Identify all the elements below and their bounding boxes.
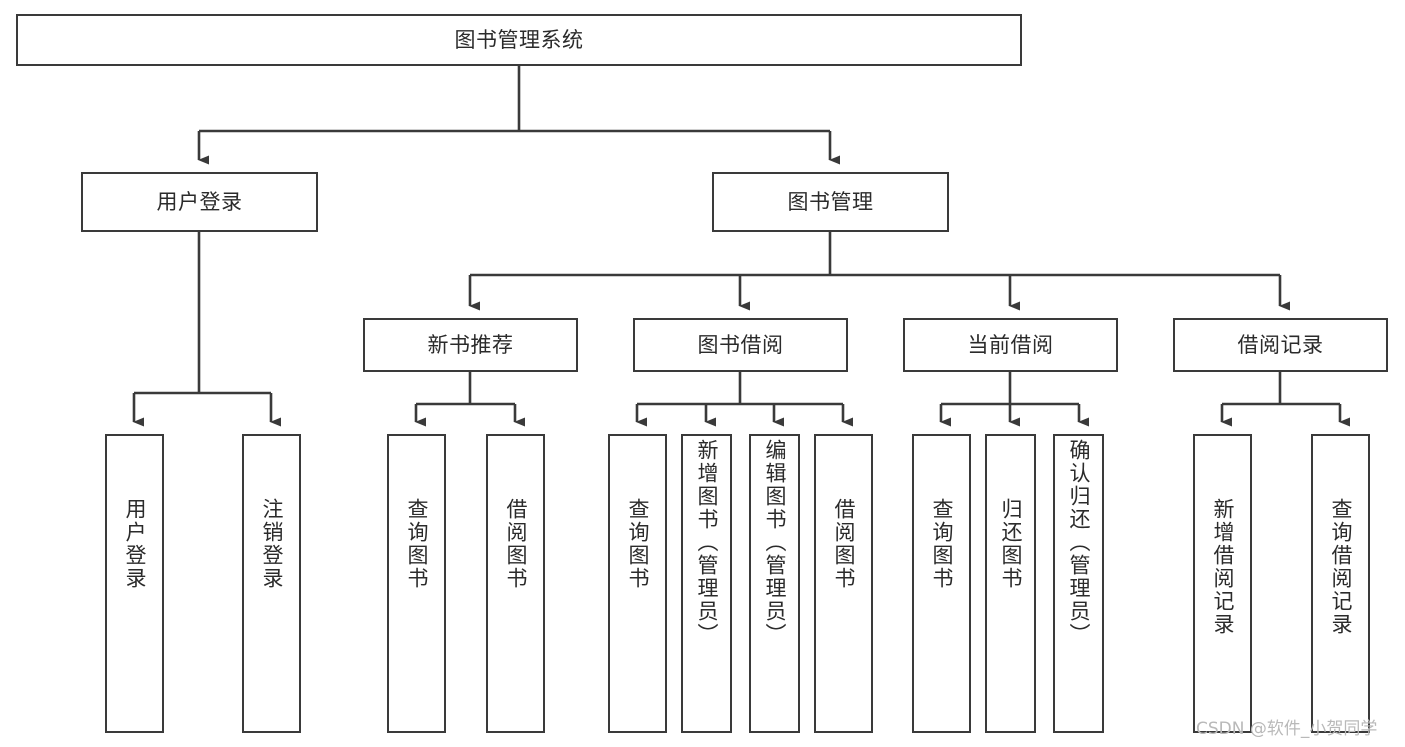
node-borrow-record[interactable]: 借阅记录 (1173, 318, 1388, 372)
node-leaf-borrow-book-1[interactable]: 借阅图书 (486, 434, 545, 733)
node-leaf-query-record[interactable]: 查询借阅记录 (1311, 434, 1370, 733)
node-leaf-query-book-2[interactable]: 查询图书 (608, 434, 667, 733)
node-leaf-logout-label: 注销登录 (260, 498, 284, 590)
node-root-label: 图书管理系统 (454, 27, 584, 52)
node-leaf-confirm-return-label: 确认归还（管理员） (1067, 439, 1091, 646)
node-leaf-edit-book[interactable]: 编辑图书（管理员） (749, 434, 800, 733)
node-root[interactable]: 图书管理系统 (16, 14, 1022, 66)
node-borrow-record-label: 借阅记录 (1237, 332, 1324, 357)
node-leaf-query-book-2-label: 查询图书 (626, 498, 650, 590)
node-book-borrow[interactable]: 图书借阅 (633, 318, 848, 372)
node-leaf-add-record[interactable]: 新增借阅记录 (1193, 434, 1252, 733)
node-leaf-borrow-book-1-label: 借阅图书 (504, 498, 528, 590)
node-leaf-add-book[interactable]: 新增图书（管理员） (681, 434, 732, 733)
node-book-manage-label: 图书管理 (787, 189, 874, 214)
node-new-book-rec[interactable]: 新书推荐 (363, 318, 578, 372)
node-leaf-add-record-label: 新增借阅记录 (1211, 498, 1235, 636)
node-leaf-borrow-book-2-label: 借阅图书 (832, 498, 856, 590)
node-leaf-add-book-label: 新增图书（管理员） (695, 439, 719, 646)
node-leaf-query-book-1[interactable]: 查询图书 (387, 434, 446, 733)
node-leaf-user-login-label: 用户登录 (123, 498, 147, 590)
node-leaf-query-book-1-label: 查询图书 (405, 498, 429, 590)
node-leaf-return-book[interactable]: 归还图书 (985, 434, 1036, 733)
node-current-borrow-label: 当前借阅 (967, 332, 1054, 357)
node-leaf-query-book-3-label: 查询图书 (930, 498, 954, 590)
node-leaf-logout[interactable]: 注销登录 (242, 434, 301, 733)
node-leaf-query-book-3[interactable]: 查询图书 (912, 434, 971, 733)
node-leaf-user-login[interactable]: 用户登录 (105, 434, 164, 733)
node-new-book-rec-label: 新书推荐 (427, 332, 514, 357)
node-leaf-borrow-book-2[interactable]: 借阅图书 (814, 434, 873, 733)
node-user-login-label: 用户登录 (156, 189, 243, 214)
node-leaf-edit-book-label: 编辑图书（管理员） (763, 439, 787, 646)
node-user-login[interactable]: 用户登录 (81, 172, 318, 232)
node-book-manage[interactable]: 图书管理 (712, 172, 949, 232)
node-book-borrow-label: 图书借阅 (697, 332, 784, 357)
node-leaf-query-record-label: 查询借阅记录 (1329, 498, 1353, 636)
node-leaf-return-book-label: 归还图书 (999, 498, 1023, 590)
node-current-borrow[interactable]: 当前借阅 (903, 318, 1118, 372)
node-leaf-confirm-return[interactable]: 确认归还（管理员） (1053, 434, 1104, 733)
